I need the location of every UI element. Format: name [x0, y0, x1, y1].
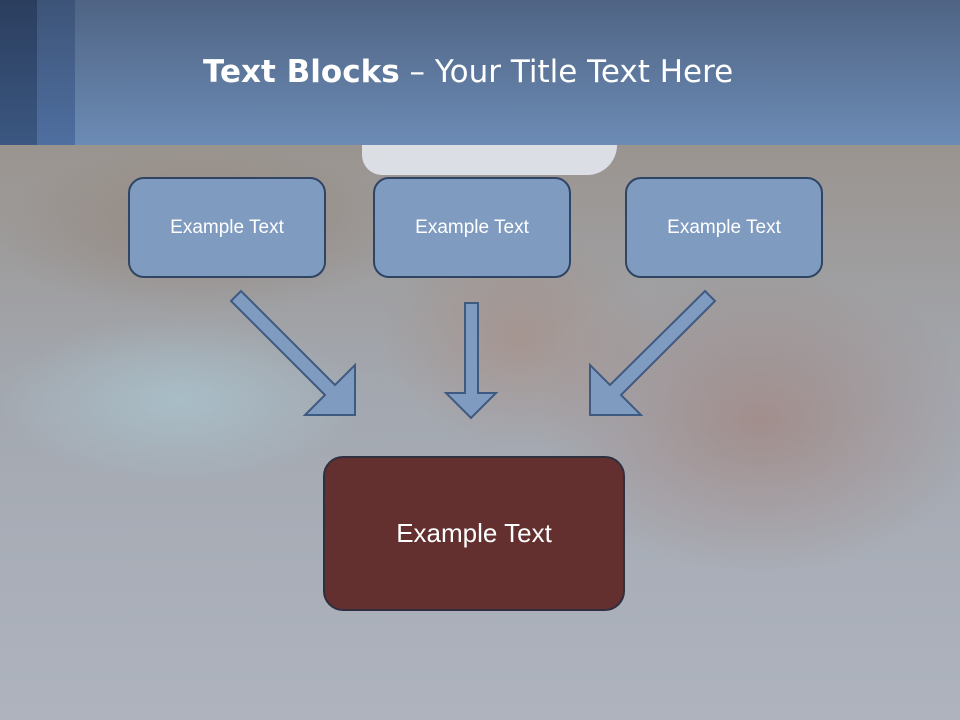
arrow-down-left-icon — [589, 289, 717, 416]
text-block-3[interactable]: Example Text — [625, 177, 823, 278]
arrow-down-icon — [443, 302, 499, 420]
title-bar — [0, 0, 960, 145]
text-block-2[interactable]: Example Text — [373, 177, 571, 278]
title-rest: – Your Title Text Here — [399, 54, 734, 90]
text-block-1[interactable]: Example Text — [128, 177, 326, 278]
arrow-down-right-icon — [229, 289, 356, 416]
main-text-block[interactable]: Example Text — [323, 456, 625, 611]
accent-strip — [0, 0, 37, 145]
text-block-label: Example Text — [415, 216, 529, 238]
accent-strip — [37, 0, 75, 145]
text-block-label: Example Text — [667, 216, 781, 238]
title-bold: Text Blocks — [203, 54, 400, 90]
slide-title: Text Blocks – Your Title Text Here — [203, 54, 733, 90]
main-text-block-label: Example Text — [396, 518, 552, 548]
text-block-label: Example Text — [170, 216, 284, 238]
background-sky — [362, 145, 617, 175]
